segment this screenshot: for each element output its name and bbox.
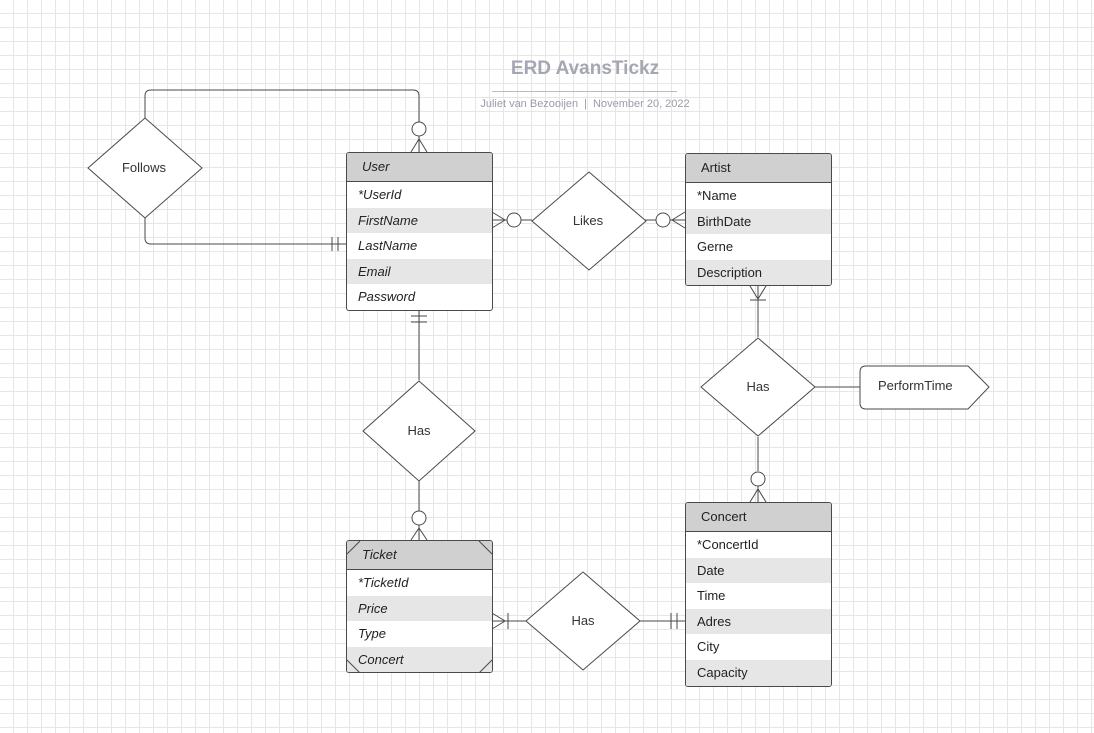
entity-user[interactable]: User *UserId FirstName LastName Email Pa… [346,152,493,311]
entity-ticket[interactable]: Ticket *TicketId Price Type Concert [346,540,493,674]
entity-concert-header: Concert [686,503,831,532]
concert-attr-adres: Adres [686,608,831,635]
concert-attr-concertid: *ConcertId [697,537,759,552]
artist-attr-gerne: Gerne [697,239,734,255]
diagram-title: ERD AvansTickz [510,58,660,79]
ticket-attr-concert: Concert [347,646,492,673]
artist-attr-birthdate: BirthDate [686,208,831,235]
likes-user-circle [506,212,522,228]
diagram-subtitle: Juliet van Bezooijen | November 20, 2022 [470,98,700,110]
artist-attr-description: Description [686,259,831,286]
title-divider [492,91,677,92]
subtitle-separator: | [584,98,588,110]
ticket-concert-crowsfoot [491,612,509,630]
user-attr-email: Email [347,258,492,285]
entity-artist-header: Artist [686,154,831,183]
user-ticket-diamond [362,380,476,482]
user-attr-firstname: FirstName [347,207,492,234]
follows-zero-circle [411,121,427,137]
weak-entity-corners [347,541,492,673]
entity-artist[interactable]: Artist *Name BirthDate Gerne Description [685,153,832,287]
likes-user-crowsfoot [491,211,506,229]
artist-concert-crowsfoot [749,285,767,301]
follows-one-bars [331,237,339,251]
concert-attr-city: City [697,639,720,655]
concert-attr-date: Date [686,557,831,584]
ticket-attr-type: Type [358,626,386,642]
follows-diamond [87,117,203,219]
entity-concert[interactable]: Concert *ConcertId Date Time Adres City … [685,502,832,687]
follows-label: Follows [121,160,167,175]
diagram-date: November 20, 2022 [593,98,690,110]
performtime-shape [859,365,990,410]
entity-user-header: User [347,153,492,182]
follows-top-line [144,89,420,122]
performtime-label: PerformTime [878,378,953,393]
follows-bottom-line [144,216,346,245]
concert-attr-capacity: Capacity [686,659,831,686]
follows-many-crowsfoot [410,136,428,153]
user-ticket-one-bars [411,315,427,323]
likes-artist-crowsfoot [671,211,686,229]
artist-concert-crowsfoot-bottom [749,486,767,503]
ticket-concert-diamond [525,571,641,671]
concert-attr-time: Time [697,588,726,604]
likes-diamond [531,171,647,271]
user-attr-userid: *UserId [358,187,402,202]
author-name: Juliet van Bezooijen [480,98,579,110]
ticket-concert-label: Has [571,613,595,628]
ticket-attr-ticketid: *TicketId [358,575,409,590]
ticket-attr-price: Price [347,595,492,622]
artist-concert-circle [750,471,766,487]
likes-label: Likes [572,213,604,228]
artist-concert-diamond [700,337,816,437]
user-ticket-circle [411,510,427,526]
artist-concert-label: Has [746,379,770,394]
ticket-concert-one-bars [670,613,678,629]
entity-ticket-header: Ticket [347,541,492,570]
user-ticket-label: Has [407,423,431,438]
artist-attr-name: *Name [697,188,737,203]
user-ticket-crowsfoot [410,525,428,541]
user-attr-lastname: LastName [358,238,418,254]
likes-artist-circle [655,212,671,228]
user-attr-password: Password [358,289,416,305]
